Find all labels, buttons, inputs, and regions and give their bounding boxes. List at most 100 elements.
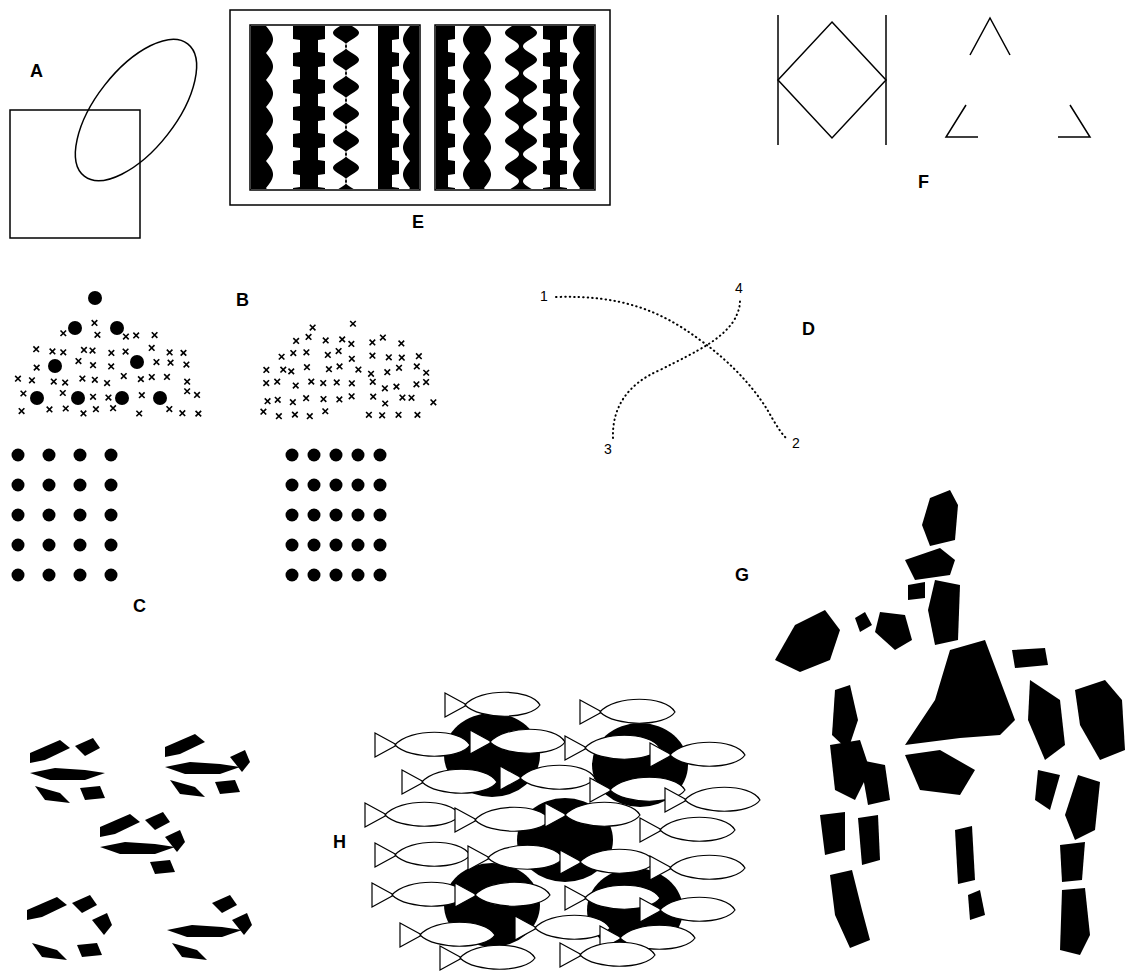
cross-mark <box>275 397 281 403</box>
fish-body <box>535 915 610 939</box>
fragment <box>30 768 105 780</box>
cross-mark <box>423 379 429 385</box>
cross-mark <box>303 395 309 401</box>
blob <box>1060 842 1085 882</box>
cross-mark <box>349 356 355 362</box>
cross-mark <box>337 397 343 403</box>
dark-patches <box>444 713 688 952</box>
cross-mark <box>382 386 388 392</box>
grid-dot <box>308 479 321 492</box>
blob <box>968 890 985 920</box>
grid-dot <box>352 479 365 492</box>
fragment <box>30 740 70 763</box>
grid-dot <box>286 509 299 522</box>
grid-dot <box>330 539 343 552</box>
fragmented-rider <box>775 490 1125 955</box>
cross-mark <box>21 391 27 397</box>
panel-letter: E <box>412 213 424 231</box>
cross-mark <box>167 350 173 356</box>
grid-dot <box>74 569 87 582</box>
cross-mark <box>50 349 56 355</box>
panel-letter: A <box>30 62 43 80</box>
right-panel <box>435 25 595 190</box>
blob <box>832 685 858 750</box>
cross-mark <box>293 383 299 389</box>
grid-dot <box>105 449 118 462</box>
fish-body <box>580 942 655 966</box>
cross-mark <box>264 367 270 373</box>
cross-mark <box>51 379 57 385</box>
blob <box>855 612 872 632</box>
grid-dot <box>105 479 118 492</box>
cross-mark <box>290 399 296 405</box>
grid-dot <box>43 539 56 552</box>
grid-dot <box>352 509 365 522</box>
blob <box>1065 775 1100 840</box>
cross-mark <box>370 379 376 385</box>
blob <box>905 750 975 795</box>
fish-tail <box>470 730 492 754</box>
stripe <box>403 26 419 189</box>
cross-mark <box>194 392 200 398</box>
grid-dot <box>12 539 25 552</box>
cross-mark <box>400 395 406 401</box>
cross-mark <box>60 330 66 336</box>
cross-mark <box>321 396 327 402</box>
point-number: 3 <box>604 442 612 456</box>
fish-tail <box>665 788 687 812</box>
fragment <box>167 925 242 937</box>
fragment <box>215 780 240 794</box>
grid-dot <box>105 509 118 522</box>
cross-mark <box>370 353 376 359</box>
dot-grids <box>12 449 387 582</box>
cross-mark <box>414 381 420 387</box>
cross-mark <box>423 370 429 376</box>
cross-mark <box>90 394 96 400</box>
fish-tail <box>372 883 394 907</box>
cross-mark <box>123 334 129 340</box>
blob <box>820 812 845 855</box>
blob <box>905 548 955 580</box>
grid-dot <box>286 449 299 462</box>
ellipse-outline <box>53 19 219 201</box>
cross-mark <box>292 412 298 418</box>
grid-dot <box>330 449 343 462</box>
dot <box>48 359 62 373</box>
blob <box>1028 680 1065 760</box>
cross-mark <box>90 348 96 354</box>
cross-mark <box>349 380 355 386</box>
cross-mark <box>414 364 420 370</box>
panel-letter: F <box>918 173 929 191</box>
cross-mark <box>385 369 391 375</box>
fragment <box>232 913 252 935</box>
grid-dot <box>12 479 25 492</box>
cross-mark <box>62 380 68 386</box>
cross-mark <box>415 412 421 418</box>
cross-mark <box>108 364 114 370</box>
cross-mark <box>81 347 87 353</box>
cross-mark <box>323 338 329 344</box>
point-number: 2 <box>792 436 800 450</box>
fish-tail <box>365 803 387 827</box>
cross-mark <box>184 388 190 394</box>
cross-mark <box>139 392 145 398</box>
cross-mark <box>263 380 269 386</box>
grid-dot <box>352 449 365 462</box>
cross-mark <box>60 350 66 356</box>
cross-mark <box>92 320 98 326</box>
dot <box>110 321 124 335</box>
cross-mark <box>308 379 314 385</box>
cross-mark <box>431 399 437 405</box>
cross-mark <box>184 362 190 368</box>
blob <box>922 490 958 546</box>
cross-mark <box>337 364 343 370</box>
fish-tail <box>545 803 567 827</box>
cross-mark <box>76 358 82 364</box>
stripe-pattern <box>251 26 594 189</box>
fish-body <box>475 807 550 831</box>
grid-dot <box>74 449 87 462</box>
panel-letter: H <box>333 833 346 851</box>
panel-letter: D <box>802 320 815 338</box>
dot <box>115 391 129 405</box>
blob <box>928 580 960 645</box>
